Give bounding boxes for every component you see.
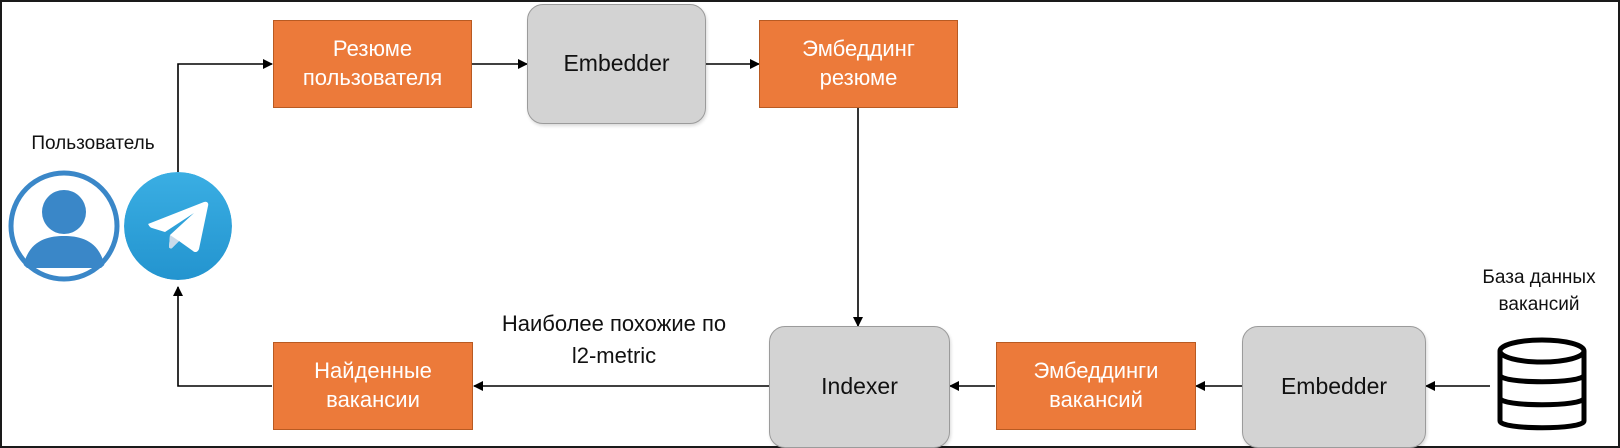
embedding-resume-node[interactable]: Эмбеддинг резюме — [759, 20, 958, 108]
user-label: Пользователь — [31, 133, 155, 154]
user-avatar-icon — [8, 170, 120, 282]
embedder-bottom-node[interactable]: Embedder — [1242, 326, 1426, 448]
embeddings-vacancies-node[interactable]: Эмбеддинги вакансий — [996, 342, 1196, 430]
resume-node[interactable]: Резюме пользователя — [273, 20, 472, 108]
edge-telegram-to-resume — [177, 59, 273, 172]
most-similar-label: Наиболее похожие по l2-metric — [501, 311, 727, 368]
database-icon — [1496, 337, 1588, 435]
edge-found-to-telegram — [173, 286, 272, 387]
indexer-node[interactable]: Indexer — [769, 326, 950, 448]
database-label: База данных вакансий — [1482, 267, 1596, 315]
telegram-icon[interactable] — [124, 172, 232, 280]
embedder-top-node[interactable]: Embedder — [527, 4, 706, 124]
found-vacancies-node[interactable]: Найденные вакансии — [273, 342, 473, 430]
